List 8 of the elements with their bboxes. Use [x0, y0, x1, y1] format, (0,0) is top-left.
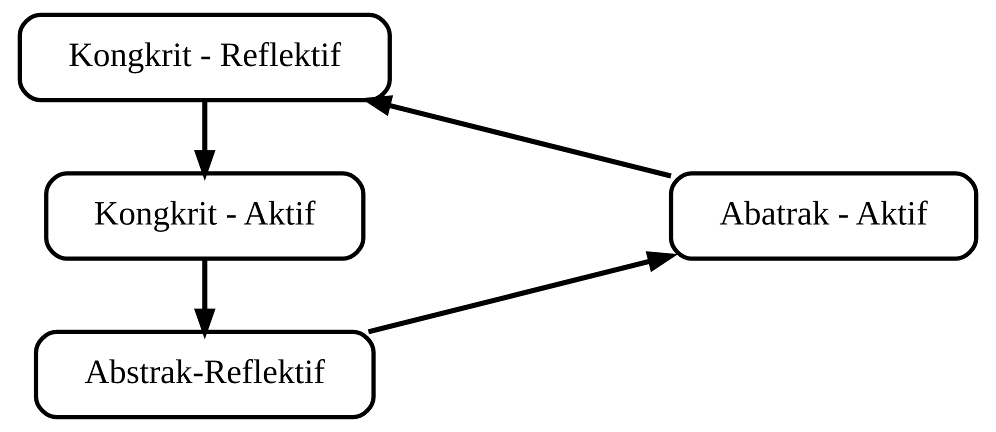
node-box: Abatrak - Aktif — [668, 171, 978, 261]
arrow — [194, 100, 216, 181]
node-box: Kongkrit - Aktif — [44, 171, 366, 261]
node-box: Kongkrit - Reflektif — [18, 12, 392, 102]
arrow — [368, 251, 678, 334]
arrow — [360, 95, 672, 179]
arrow — [194, 259, 216, 340]
node-box: Abstrak-Reflektif — [34, 330, 376, 420]
